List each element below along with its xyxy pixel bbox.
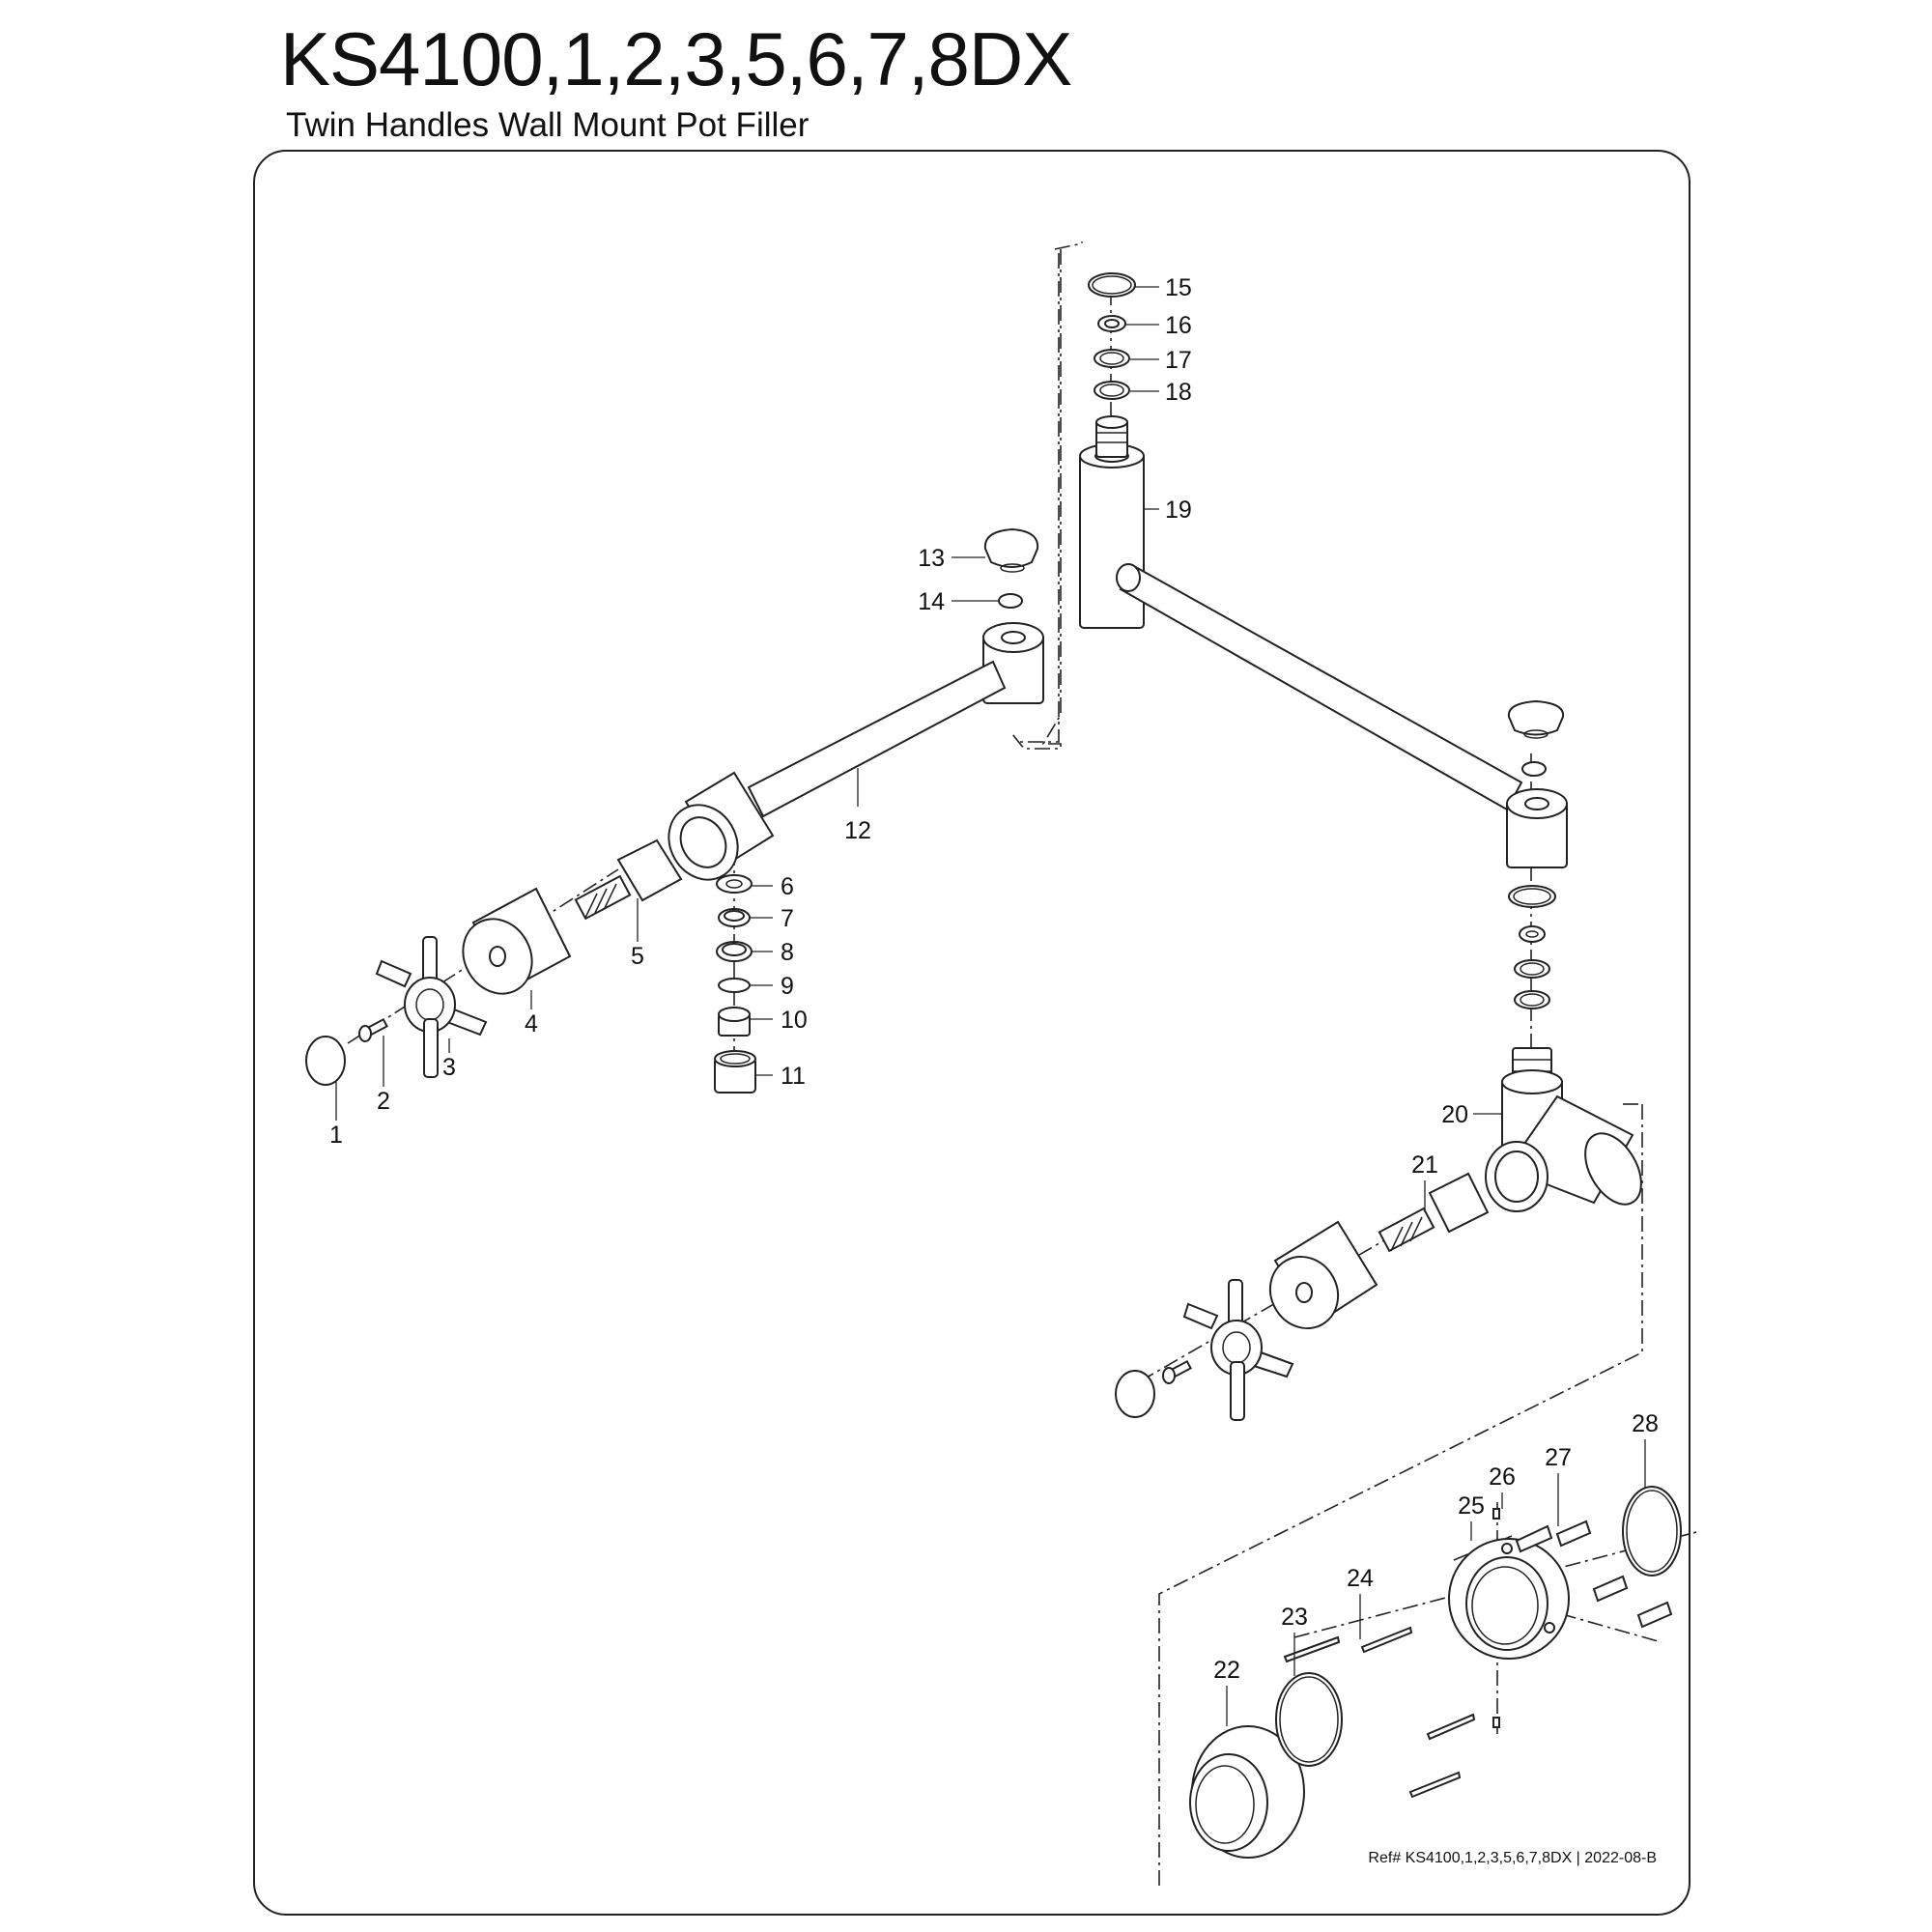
part-label-28: 28 <box>1632 1410 1659 1437</box>
part-label-10: 10 <box>781 1007 808 1034</box>
o-ring-28 <box>1622 1486 1682 1577</box>
lower-valve-body <box>1485 1047 1642 1212</box>
part-label-13: 13 <box>918 545 945 572</box>
part-label-1: 1 <box>329 1122 343 1149</box>
part-label-3: 3 <box>442 1054 456 1081</box>
part-label-27: 27 <box>1545 1444 1572 1471</box>
aerator-insert-10 <box>718 1007 751 1037</box>
mount-bracket-25 <box>1448 1538 1570 1660</box>
part-label-25: 25 <box>1458 1492 1485 1520</box>
part-label-6: 6 <box>781 873 794 900</box>
part-label-17: 17 <box>1165 347 1192 374</box>
wall-line-lower <box>1158 1104 1643 1889</box>
part-label-22: 22 <box>1213 1657 1240 1684</box>
washer-14 <box>998 593 1023 609</box>
washer-6 <box>716 874 753 894</box>
wall-anchors-27 <box>1515 1520 1673 1629</box>
o-ring-23-inner <box>1279 1676 1339 1763</box>
part-label-19: 19 <box>1165 497 1192 524</box>
o-ring-15-inner <box>1092 275 1132 295</box>
bushing-16 <box>1097 315 1126 332</box>
o-ring-28-inner <box>1626 1490 1678 1573</box>
wall-line-upper-main <box>1016 253 1060 743</box>
o-ring-15 <box>1088 272 1136 298</box>
right-washer-a-inner <box>1520 962 1545 976</box>
ring-8 <box>716 941 753 962</box>
left-elbow <box>982 622 1044 704</box>
washer-17-inner <box>1099 352 1124 365</box>
right-cartridge <box>1378 1172 1490 1253</box>
part-label-14: 14 <box>918 588 945 615</box>
part-label-26: 26 <box>1489 1463 1516 1491</box>
cartridge-axis-right <box>1139 1236 1392 1382</box>
wall-line-upper <box>1011 242 1083 750</box>
mount-axis-3 <box>1506 1598 1662 1643</box>
reference-code: Ref# KS4100,1,2,3,5,6,7,8DX | 2022-08-B <box>1368 1850 1657 1866</box>
leader-lines <box>335 286 1646 1726</box>
washer-18-inner <box>1099 384 1124 397</box>
flange-22 <box>1189 1725 1305 1859</box>
right-elbow <box>1506 788 1568 868</box>
part-label-23: 23 <box>1281 1604 1308 1631</box>
screws-24 <box>1283 1626 1476 1799</box>
part-label-8: 8 <box>781 939 794 966</box>
right-bushing-inner <box>1525 930 1539 938</box>
right-cap-washer <box>1521 761 1547 777</box>
right-cap-knob <box>1507 699 1565 739</box>
part-label-9: 9 <box>781 973 794 1000</box>
short-spout-12 <box>668 660 1007 881</box>
part-label-21: 21 <box>1411 1151 1438 1179</box>
part-label-20: 20 <box>1441 1101 1468 1128</box>
o-ring-23 <box>1275 1672 1343 1767</box>
right-washer-b-inner <box>1520 993 1545 1007</box>
index-button-1 <box>305 1036 346 1086</box>
right-handle-adapter <box>1268 1220 1378 1330</box>
right-bushing <box>1519 925 1546 943</box>
left-cap-knob-13 <box>983 527 1039 573</box>
part-label-24: 24 <box>1347 1565 1374 1592</box>
ring-7 <box>718 908 751 927</box>
right-screw <box>1162 1359 1192 1384</box>
screen-9 <box>718 978 751 993</box>
part-labels: 1 2 3 4 5 6 7 8 9 10 11 12 13 14 15 16 1… <box>329 274 1659 1684</box>
part-label-18: 18 <box>1165 379 1192 406</box>
part-label-15: 15 <box>1165 274 1192 301</box>
cartridge-5 <box>574 838 683 921</box>
page-subtitle: Twin Handles Wall Mount Pot Filler <box>286 106 810 144</box>
diagram-frame <box>253 150 1690 1916</box>
part-label-16: 16 <box>1165 312 1192 339</box>
right-o-ring-inner <box>1513 888 1551 905</box>
part-label-2: 2 <box>377 1088 390 1115</box>
part-label-11: 11 <box>781 1063 806 1090</box>
handle-adapter-4 <box>462 887 572 995</box>
part-label-12: 12 <box>844 817 871 844</box>
right-cross-handle <box>1182 1279 1294 1421</box>
part-label-4: 4 <box>525 1010 538 1037</box>
page-title: KS4100,1,2,3,5,6,7,8DX <box>280 16 1072 101</box>
long-spout-arm <box>1116 563 1523 811</box>
part-label-7: 7 <box>781 905 794 932</box>
washer-6-inner <box>725 879 743 889</box>
aerator-housing-11 <box>714 1050 756 1094</box>
screw-2 <box>358 1017 388 1042</box>
right-index-button <box>1115 1370 1155 1418</box>
set-screws-26 <box>1492 1508 1500 1728</box>
part-label-5: 5 <box>631 943 644 970</box>
cross-handle-3 <box>375 936 488 1078</box>
